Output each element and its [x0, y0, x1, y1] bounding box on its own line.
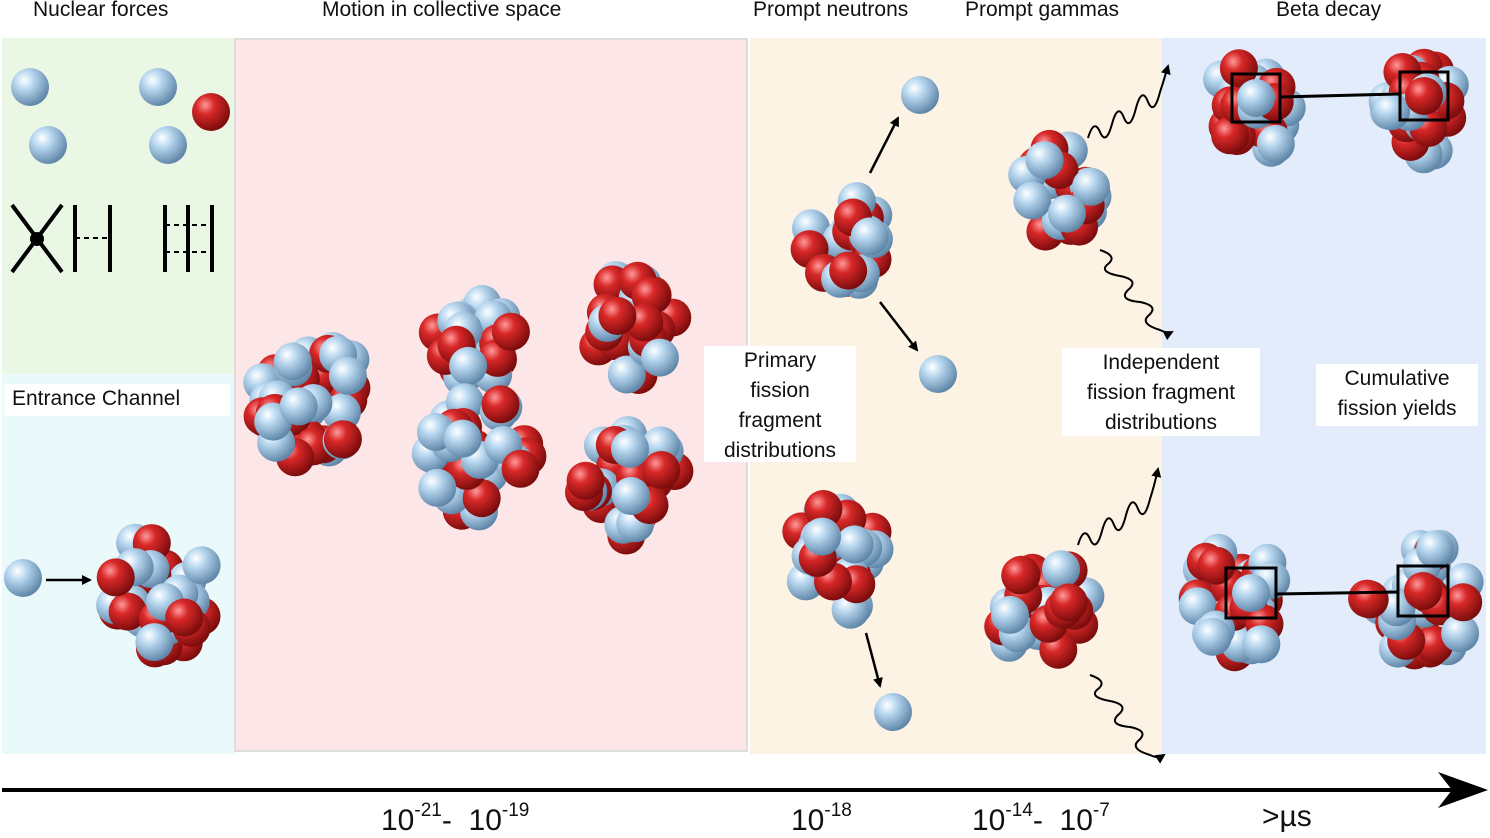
proton — [1211, 116, 1250, 155]
neutron — [443, 419, 482, 458]
primary-fragment-label: Primary fission fragment distributions — [704, 346, 856, 462]
proton — [642, 451, 681, 489]
heading-beta-decay: Beta decay — [1276, 0, 1382, 21]
gamma-waves — [1077, 64, 1174, 764]
heading-nuclear-forces: Nuclear forces — [33, 0, 169, 21]
proton — [165, 598, 204, 637]
neutron — [449, 346, 488, 385]
proton — [1444, 583, 1483, 622]
neutron — [279, 387, 318, 426]
time-label-1e-21-1e-19: 10-21- 10-19 — [381, 800, 530, 837]
nucleus-stage-3-bottom — [565, 416, 694, 555]
neutron — [611, 429, 649, 468]
single-nucleons — [11, 68, 230, 164]
proton — [1049, 583, 1088, 622]
heading-prompt-neutrons: Prompt neutrons — [753, 0, 909, 21]
proton — [323, 420, 362, 459]
proton — [804, 490, 843, 528]
neutron — [1441, 614, 1480, 653]
beta-decay-markers — [1224, 70, 1450, 620]
neutron — [1047, 194, 1086, 233]
primary-fragment-bottom — [782, 490, 894, 629]
proton — [598, 297, 637, 335]
neutron — [328, 356, 367, 395]
gamma-fragment-bottom — [984, 550, 1105, 669]
proton — [1219, 49, 1258, 88]
time-label-1e-14-1e-7: 10-14- 10-7 — [972, 800, 1110, 837]
neutron — [1372, 92, 1411, 131]
proton — [1001, 556, 1040, 595]
neutron — [322, 393, 361, 432]
nucleus-stage-1 — [243, 332, 371, 477]
entrance-channel-label: Entrance Channel — [4, 384, 230, 416]
neutron — [1256, 124, 1295, 163]
proton — [96, 558, 135, 597]
nucleus-stage-3-top — [579, 261, 692, 394]
neutron — [418, 468, 457, 507]
proton — [1197, 546, 1236, 585]
neutron — [1072, 167, 1110, 206]
neutron — [803, 517, 842, 556]
proton — [829, 251, 868, 290]
neutron — [640, 338, 679, 377]
neutron — [1416, 530, 1455, 569]
neutron — [991, 595, 1029, 634]
primary-fragment-top — [790, 182, 893, 299]
beta-fragment-3 — [1178, 533, 1291, 672]
proton — [566, 461, 605, 500]
neutron — [1193, 617, 1232, 656]
neutron — [1025, 141, 1064, 180]
nucleus-stage-2-bottom — [411, 383, 547, 531]
heading-collective-motion: Motion in collective space — [322, 0, 562, 21]
neutron — [1042, 550, 1080, 589]
proton — [1350, 580, 1389, 619]
independent-fragment-label: Independent fission fragment distributio… — [1062, 348, 1260, 436]
nucleus-stage-2-top — [418, 285, 530, 396]
decayed-proton — [1404, 572, 1442, 610]
decayed-proton — [1405, 77, 1443, 115]
neutron — [135, 623, 174, 662]
neutron — [607, 355, 646, 394]
decaying-neutron — [1237, 79, 1275, 117]
decaying-neutron — [1232, 574, 1270, 612]
neutron — [1013, 181, 1052, 220]
compound-nucleus — [96, 523, 221, 668]
neutron — [273, 342, 312, 381]
proton — [501, 449, 540, 488]
time-label-microseconds: >µs — [1262, 800, 1312, 833]
proton — [491, 312, 530, 351]
cumulative-yields-label: Cumulative fission yields — [1316, 364, 1478, 426]
neutron — [182, 546, 221, 585]
gamma-fragment-top — [1008, 129, 1112, 251]
neutron — [1242, 625, 1281, 664]
neutron — [850, 217, 889, 256]
proton — [108, 592, 147, 631]
neutron — [612, 477, 650, 515]
proton — [481, 385, 520, 424]
heading-prompt-gammas: Prompt gammas — [965, 0, 1120, 21]
time-label-1e-18: 10-18 — [791, 800, 852, 837]
neutron — [835, 525, 874, 564]
